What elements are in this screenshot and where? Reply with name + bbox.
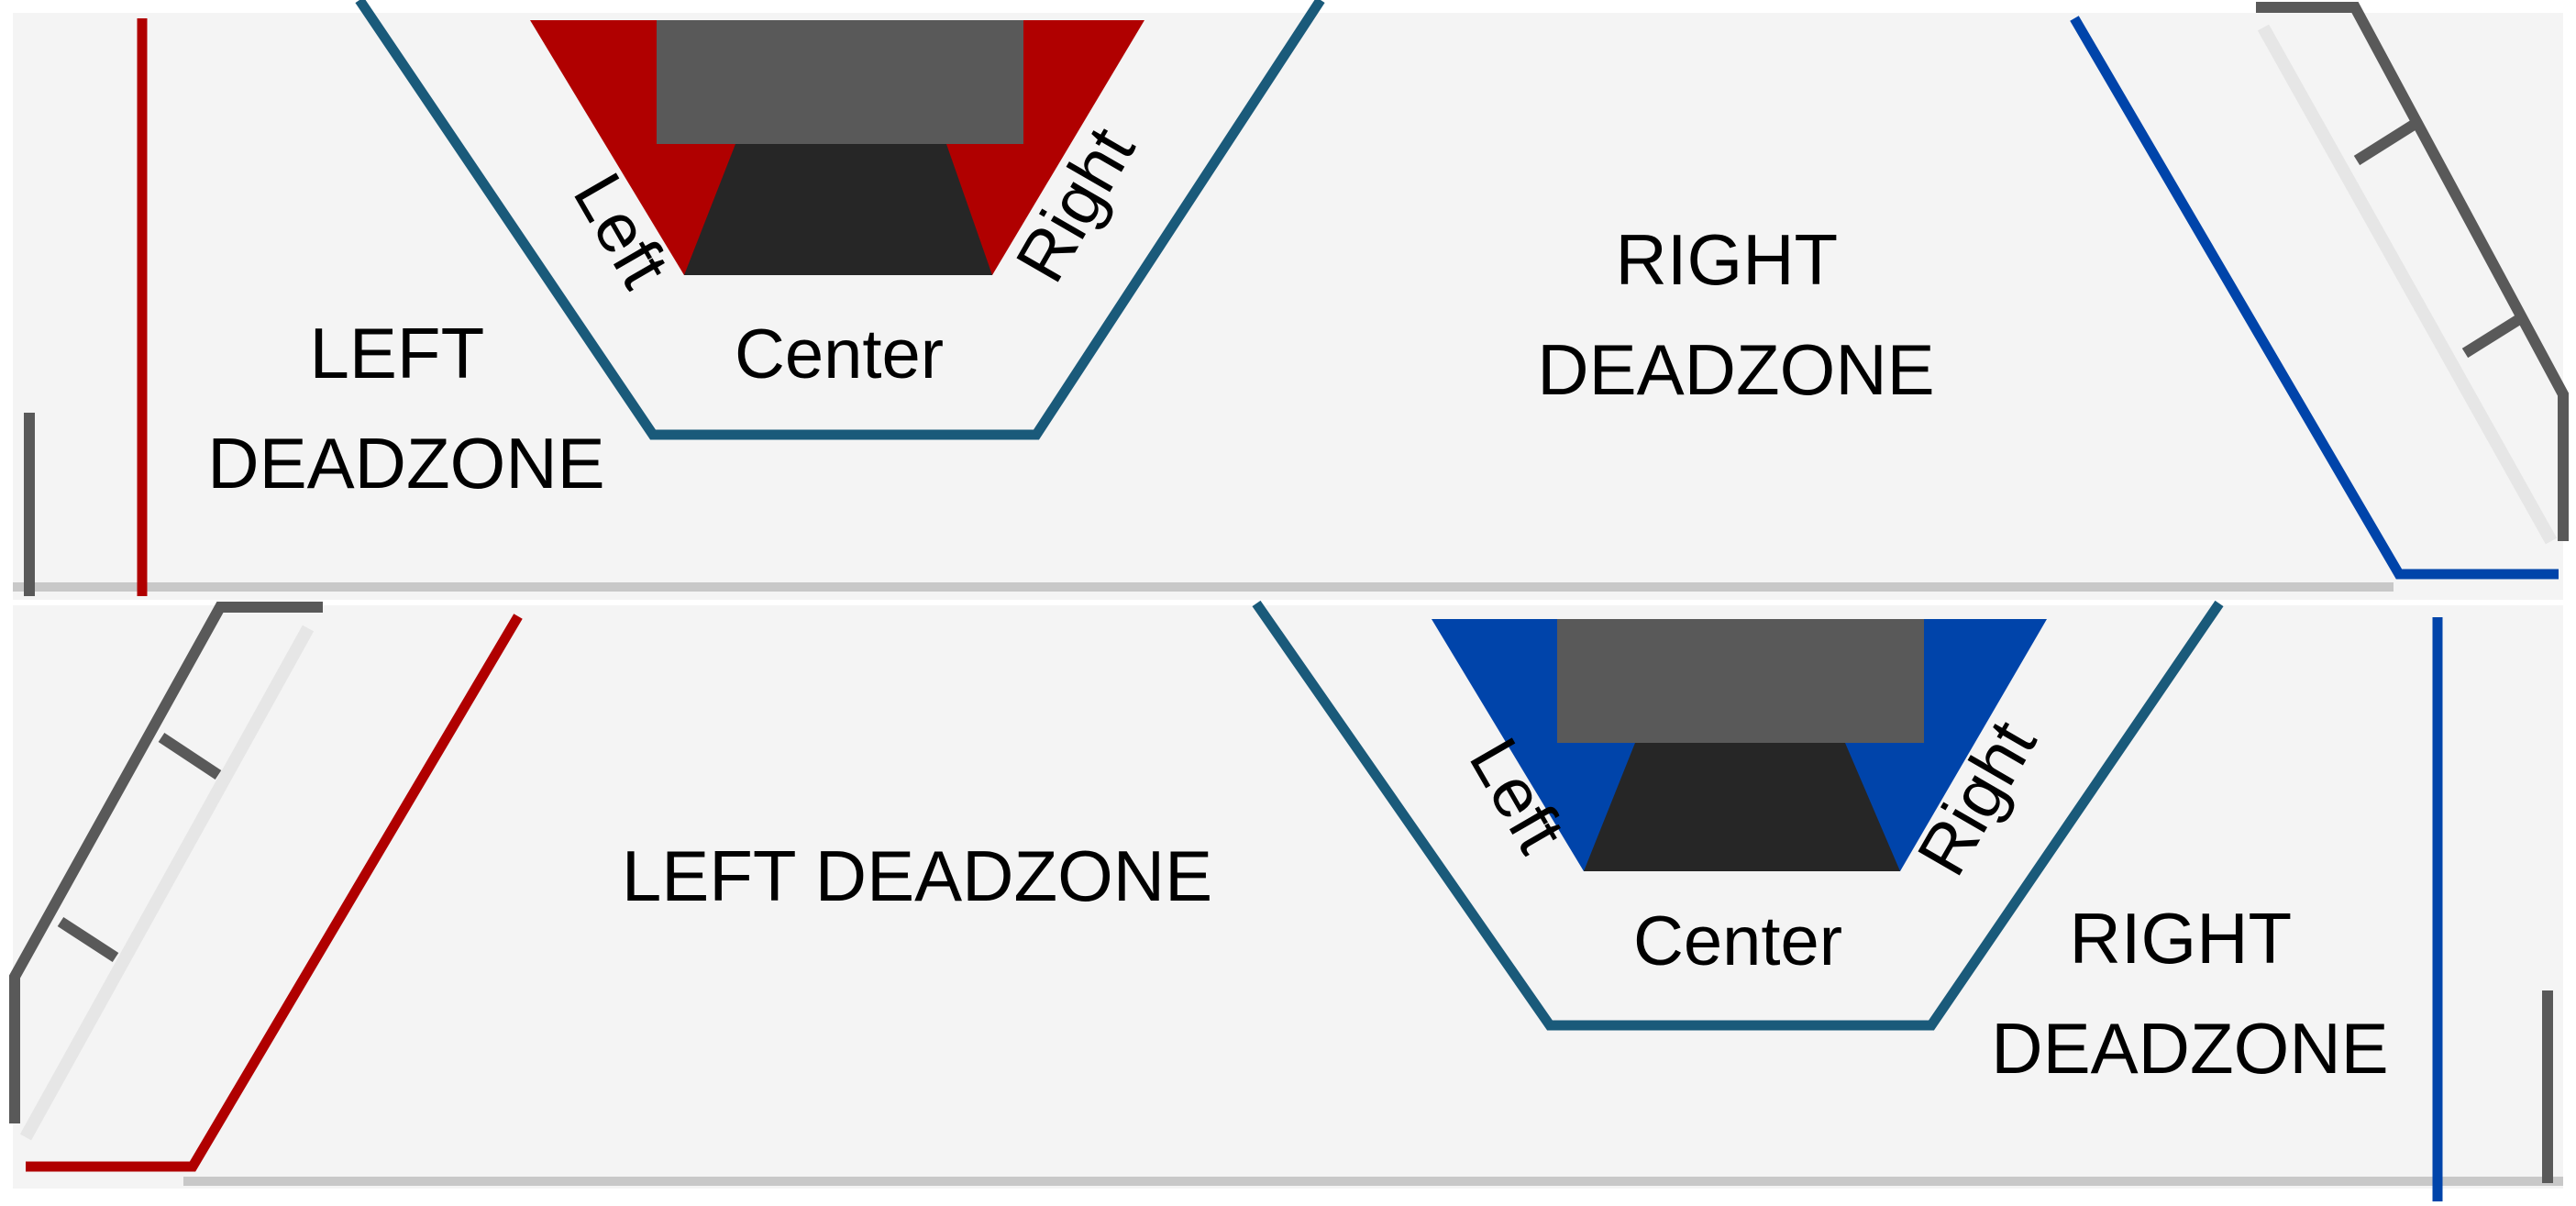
top-right-zone-line-2: DEADZONE [1537, 329, 1934, 410]
bottom-red-boundary-line [26, 614, 523, 1172]
top-stair-step-2 [2461, 311, 2527, 359]
top-right-zone-line-1: RIGHT [1616, 219, 1837, 300]
top-center-block [684, 144, 992, 275]
bottom-camera-field-outline [1252, 600, 2224, 1031]
bottom-right-zone-line-1: RIGHT [2070, 898, 2291, 979]
top-panel: Left Center Right LEFT DEADZONE RIGHT DE… [13, 0, 2569, 600]
bottom-stair-shadow [19, 625, 315, 1141]
top-screen-block [657, 20, 1023, 144]
top-camera-field-outline [355, 0, 1325, 440]
bottom-stair-step-1 [158, 732, 222, 780]
bottom-center-label: Center [1633, 902, 1842, 980]
bottom-screen-block [1557, 619, 1924, 743]
bottom-right-zone-line-2: DEADZONE [1991, 1008, 2388, 1089]
top-left-zone-label: LEFT DEADZONE [207, 313, 604, 503]
bottom-left-stair-wall [9, 602, 323, 1123]
bottom-center-block [1584, 743, 1900, 871]
bottom-left-zone-label: LEFT DEADZONE [622, 835, 1212, 916]
top-stair-step-1 [2353, 119, 2417, 166]
top-right-stair-wall [2256, 2, 2569, 541]
top-left-zone-line-1: LEFT [310, 313, 483, 393]
top-left-zone-line-2: DEADZONE [207, 423, 604, 503]
top-speaker-assembly [530, 20, 1144, 275]
bottom-panel: Left Center Right LEFT DEADZONE RIGHT DE… [9, 600, 2563, 1201]
bottom-speaker-assembly [1432, 619, 2047, 871]
panel-divider [0, 600, 2576, 605]
top-right-zone-label: RIGHT DEADZONE [1537, 219, 1934, 410]
bottom-panel-background [13, 605, 2563, 1189]
top-stair-shadow [2257, 24, 2558, 545]
top-blue-boundary-line [2070, 16, 2559, 580]
top-center-label: Center [735, 315, 944, 393]
bottom-right-zone-label: RIGHT DEADZONE [1991, 898, 2388, 1089]
bottom-stair-step-2 [57, 916, 119, 963]
bottom-left-zone-line-1: LEFT DEADZONE [622, 835, 1212, 916]
top-panel-background [13, 13, 2563, 600]
